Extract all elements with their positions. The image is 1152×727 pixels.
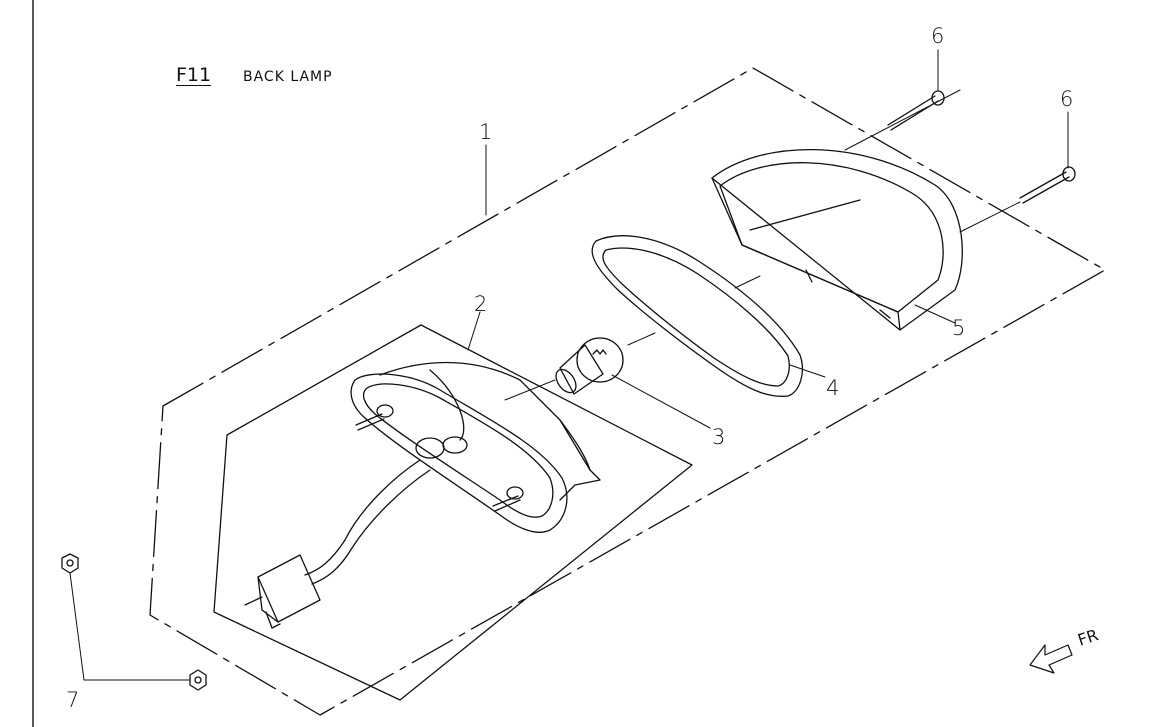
callout-6a: 6 — [931, 24, 945, 48]
callout-5: 5 — [952, 316, 966, 340]
housing-boundary — [213, 324, 693, 701]
figure-code: F11 — [176, 64, 212, 86]
axis-lines — [504, 89, 1021, 401]
callout-7: 7 — [66, 688, 80, 712]
callout-4: 4 — [826, 376, 840, 400]
callout-1: 1 — [479, 120, 493, 144]
lens-part — [711, 148, 963, 331]
assembly-boundary — [149, 67, 1106, 716]
nuts-part — [61, 553, 207, 691]
wiring-harness — [244, 459, 431, 629]
screws-part — [887, 90, 1076, 204]
leader-lines — [69, 49, 1069, 681]
bulb-part — [555, 337, 624, 395]
figure-title: BACK LAMP — [243, 69, 333, 85]
callout-6b: 6 — [1060, 87, 1074, 111]
callout-3: 3 — [712, 425, 726, 449]
callout-2: 2 — [474, 292, 488, 316]
gasket-part — [591, 235, 803, 398]
housing-part — [350, 361, 601, 533]
front-arrow-icon — [1029, 644, 1073, 674]
